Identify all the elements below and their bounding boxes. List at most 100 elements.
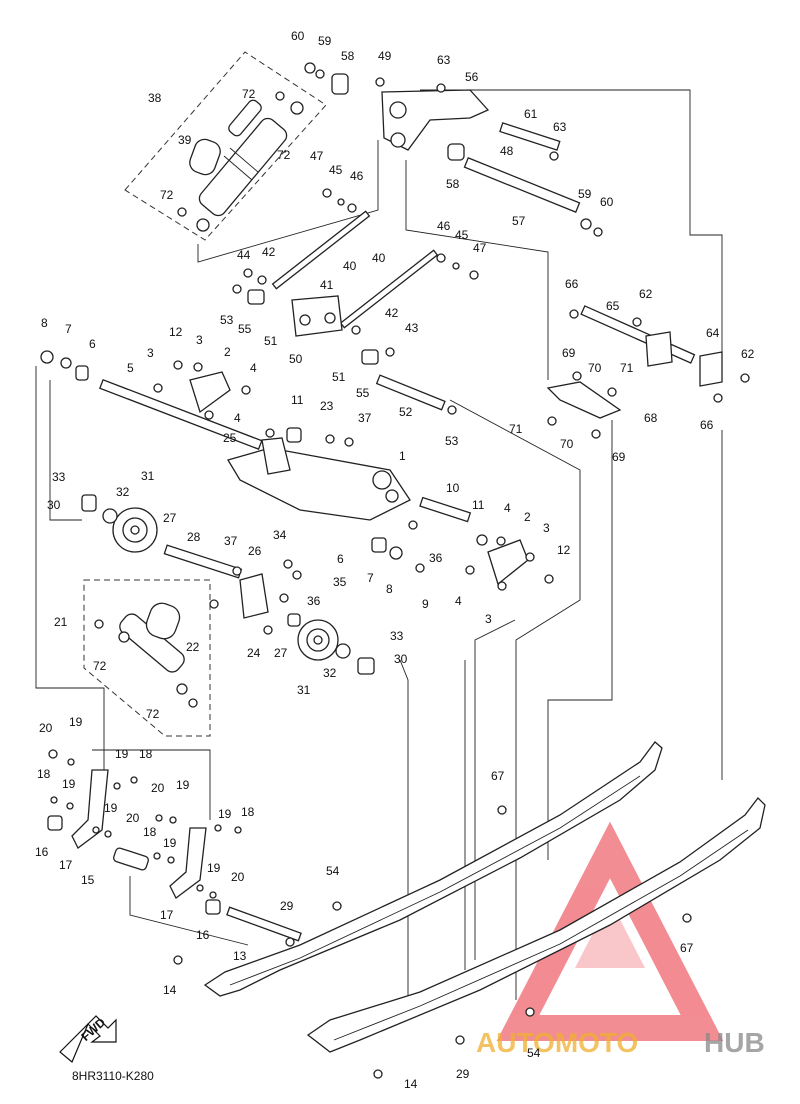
watermark-text: AUTOMOTO HUB bbox=[476, 1027, 765, 1058]
link-bracket-50 bbox=[291, 295, 343, 337]
callout-72: 72 bbox=[160, 188, 174, 202]
shock-assembly-group-21 bbox=[83, 579, 211, 737]
collar-58-mid bbox=[447, 143, 465, 161]
callout-4: 4 bbox=[455, 594, 462, 608]
callout-6: 6 bbox=[89, 337, 96, 351]
callout-71: 71 bbox=[620, 361, 634, 375]
arm-bracket-2-right bbox=[487, 539, 529, 586]
callout-52: 52 bbox=[399, 405, 413, 419]
shaft-5 bbox=[99, 378, 263, 450]
callout-72: 72 bbox=[277, 148, 291, 162]
callout-40: 40 bbox=[372, 251, 386, 265]
wheel-caps-30 bbox=[81, 494, 375, 675]
washers-top bbox=[304, 62, 603, 237]
callout-42: 42 bbox=[262, 245, 276, 259]
callout-7: 7 bbox=[367, 571, 374, 585]
callout-8: 8 bbox=[386, 582, 393, 596]
callout-6: 6 bbox=[337, 552, 344, 566]
callout-19: 19 bbox=[104, 801, 118, 815]
callout-21: 21 bbox=[54, 615, 68, 629]
wheel-bearings-32 bbox=[102, 508, 351, 659]
arm-bracket-2-left bbox=[189, 371, 231, 414]
fwd-arrow-icon: FWD bbox=[59, 1015, 117, 1063]
callout-46: 46 bbox=[437, 219, 451, 233]
callout-18: 18 bbox=[241, 805, 255, 819]
shock-assembly-group-38 bbox=[124, 51, 327, 241]
callout-49: 49 bbox=[378, 49, 392, 63]
shock-spring-sleeve-39 bbox=[189, 138, 221, 176]
callout-29: 29 bbox=[456, 1067, 470, 1081]
shaft-28 bbox=[163, 544, 243, 579]
callout-70: 70 bbox=[588, 361, 602, 375]
callout-10: 10 bbox=[446, 481, 460, 495]
stopper-strap-68 bbox=[546, 381, 622, 419]
watermark-brand-part1: AUTOMOTO bbox=[476, 1027, 638, 1058]
callout-45: 45 bbox=[329, 163, 343, 177]
callout-54: 54 bbox=[326, 864, 340, 878]
collars-16 bbox=[47, 815, 221, 915]
callout-47: 47 bbox=[310, 149, 324, 163]
shock-sleeve-22 bbox=[145, 602, 181, 640]
rod-15 bbox=[113, 847, 149, 871]
callout-62: 62 bbox=[639, 287, 653, 301]
callout-18: 18 bbox=[139, 747, 153, 761]
callout-42: 42 bbox=[385, 306, 399, 320]
callout-5: 5 bbox=[127, 361, 134, 375]
slide-rail-lower bbox=[306, 797, 766, 1053]
callout-36: 36 bbox=[429, 551, 443, 565]
callout-40: 40 bbox=[343, 259, 357, 273]
callout-7: 7 bbox=[65, 322, 72, 336]
rear-arm-frame-1 bbox=[227, 437, 411, 521]
callout-48: 48 bbox=[500, 144, 514, 158]
callout-12: 12 bbox=[557, 543, 571, 557]
collars-55 bbox=[247, 289, 379, 365]
callout-30: 30 bbox=[47, 498, 61, 512]
callout-36: 36 bbox=[307, 594, 321, 608]
callout-59: 59 bbox=[578, 187, 592, 201]
callout-19: 19 bbox=[207, 861, 221, 875]
callout-11: 11 bbox=[472, 498, 485, 512]
callout-32: 32 bbox=[323, 666, 337, 680]
callout-18: 18 bbox=[143, 825, 157, 839]
callout-11: 11 bbox=[291, 393, 304, 407]
callout-72: 72 bbox=[146, 707, 160, 721]
callout-61: 61 bbox=[524, 107, 538, 121]
callout-3: 3 bbox=[543, 521, 550, 535]
callout-30: 30 bbox=[394, 652, 408, 666]
callout-3: 3 bbox=[147, 346, 154, 360]
callout-60: 60 bbox=[291, 29, 305, 43]
pivot-shaft-61 bbox=[499, 122, 561, 151]
callout-55: 55 bbox=[238, 322, 252, 336]
callout-2: 2 bbox=[524, 510, 531, 524]
callout-60: 60 bbox=[600, 195, 614, 209]
callout-62: 62 bbox=[741, 347, 755, 361]
callout-55: 55 bbox=[356, 386, 370, 400]
callout-14: 14 bbox=[163, 983, 177, 997]
pivot-shaft-57 bbox=[463, 157, 581, 213]
callout-32: 32 bbox=[116, 485, 130, 499]
callout-67: 67 bbox=[491, 769, 505, 783]
callout-41: 41 bbox=[320, 278, 334, 292]
callout-33: 33 bbox=[390, 629, 404, 643]
wheel-bracket-17-left bbox=[71, 769, 109, 849]
callout-59: 59 bbox=[318, 34, 332, 48]
diagram-code: 8HR3110-K280 bbox=[72, 1069, 154, 1083]
callout-34: 34 bbox=[273, 528, 287, 542]
callout-68: 68 bbox=[644, 411, 658, 425]
callout-3: 3 bbox=[196, 333, 203, 347]
callout-8: 8 bbox=[41, 316, 48, 330]
collar-58-top bbox=[331, 73, 349, 95]
callout-72: 72 bbox=[242, 87, 256, 101]
callout-20: 20 bbox=[126, 811, 140, 825]
callout-35: 35 bbox=[333, 575, 347, 589]
callout-labels: 1 2 2 3 3 3 3 4 4 4 4 5 6 6 7 7 8 8 9 10… bbox=[35, 29, 755, 1091]
arm-bracket-26 bbox=[239, 573, 269, 619]
callout-4: 4 bbox=[504, 501, 511, 515]
callout-19: 19 bbox=[62, 777, 76, 791]
callout-12: 12 bbox=[169, 325, 183, 339]
link-rods-40 bbox=[271, 210, 439, 329]
callout-69: 69 bbox=[562, 346, 576, 360]
callout-19: 19 bbox=[69, 715, 83, 729]
callout-20: 20 bbox=[39, 721, 53, 735]
